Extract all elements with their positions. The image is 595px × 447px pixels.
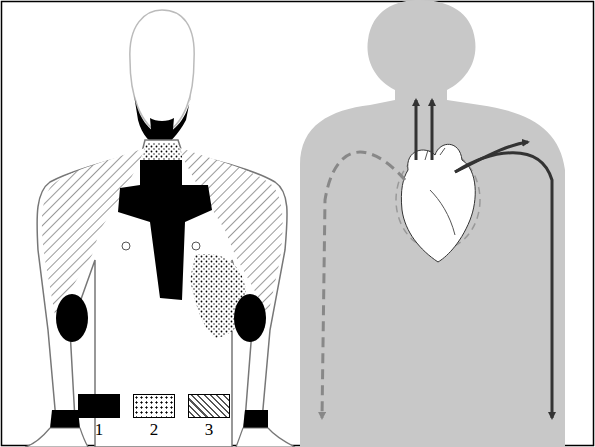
legend-number: 3 [188, 420, 230, 440]
legend-number: 1 [78, 420, 120, 440]
legend-swatch [133, 394, 175, 418]
human-figure [25, 10, 295, 447]
legend-swatch [188, 394, 230, 418]
legend-swatch [78, 394, 120, 418]
legend-number: 2 [133, 420, 175, 440]
silhouette [300, 0, 565, 447]
